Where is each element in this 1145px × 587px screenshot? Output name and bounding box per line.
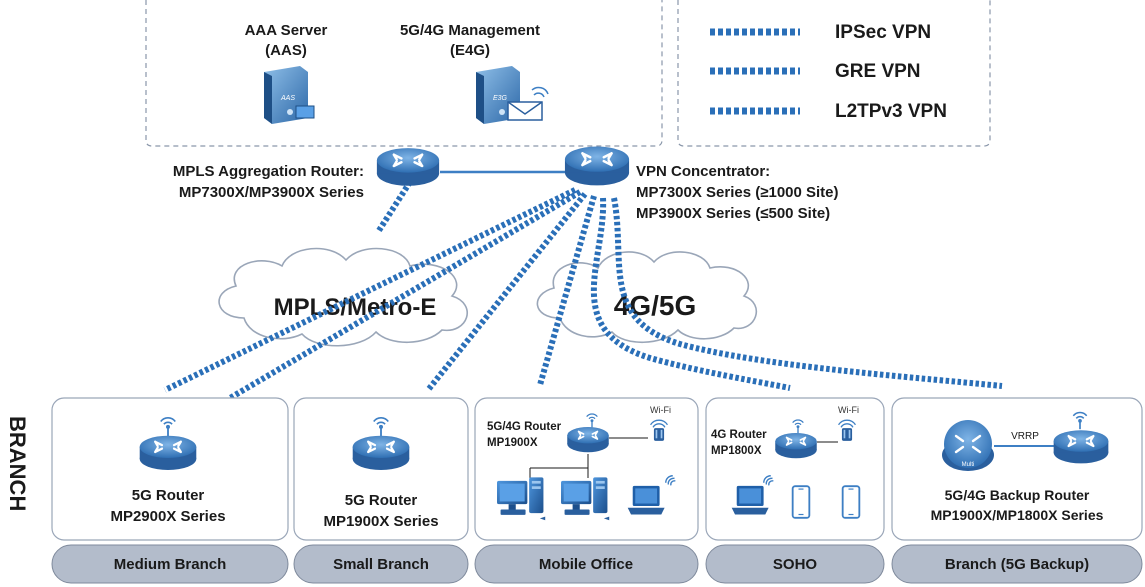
soho-wifi-label: Wi-Fi [838,405,859,415]
router-icon [566,426,610,454]
soho: 4G Router MP1800X Wi-Fi [711,405,861,519]
vpn-concentrator-line3: MP3900X Series (≤500 Site) [636,205,830,222]
mail-icon [507,86,549,121]
aggregation-router-line1: MPLS Aggregation Router: [173,163,364,180]
legend-label-gre: GRE VPN [835,61,921,82]
tab-soho: SOHO [705,544,885,584]
tunnel-aggregation [375,180,413,234]
backup-branch: Multi VRRP 5G/4G Backup Router MP1900X/M… [931,411,1110,523]
vpn-tunnels [163,180,1003,401]
server-icon-text: AAS [280,95,295,102]
management-title: 5G/4G Management [400,22,540,39]
tab-medium-branch: Medium Branch [51,544,289,584]
multilayer-switch-icon: Multi [942,420,994,471]
mobile-office-router-line1: 5G/4G Router [487,421,562,433]
vpn-concentrator-line2: MP7300X Series (≥1000 Site) [636,184,839,201]
vrrp-label: VRRP [1011,431,1039,442]
mobile-office-router-line2: MP1900X [487,437,538,449]
medium-branch-line1: 5G Router [132,487,205,504]
soho-router-line2: MP1800X [711,445,762,457]
aggregation-router: MPLS Aggregation Router: MP7300X/MP3900X… [173,146,441,201]
tab-soho-label: SOHO [773,556,818,573]
tunnel-soho [590,197,791,391]
small-branch-line1: 5G Router [345,492,418,509]
tab-backup-branch: Branch (5G Backup) [891,544,1143,584]
router-icon [375,146,441,188]
aggregation-router-line2: MP7300X/MP3900X Series [179,184,364,201]
aaa-server-title: AAA Server [245,22,328,39]
legend: IPSec VPN GRE VPN L2TPv3 VPN [710,22,947,122]
router-icon [138,434,198,472]
vpn-concentrator: VPN Concentrator: MP7300X Series (≥1000 … [563,145,839,222]
small-branch-line2: MP1900X Series [323,513,438,530]
management-subtitle: (E4G) [450,42,490,59]
small-branch: 5G Router MP1900X Series [323,416,439,530]
medium-branch-line2: MP2900X Series [110,508,225,525]
tab-mobile-office-label: Mobile Office [539,556,633,573]
tab-medium-branch-label: Medium Branch [114,556,227,573]
hq-zone-border [145,0,663,147]
legend-label-ipsec: IPSec VPN [835,22,931,43]
backup-router-line1: 5G/4G Backup Router [945,487,1090,503]
aaa-server-subtitle: (AAS) [265,42,307,59]
tunnel-mobile-office [537,195,597,386]
mobile-office-wifi-label: Wi-Fi [650,405,671,415]
tab-mobile-office: Mobile Office [474,544,699,584]
medium-branch: 5G Router MP2900X Series [110,416,226,525]
router-icon [563,145,631,187]
router-icon [1052,429,1110,465]
tab-small-branch-label: Small Branch [333,556,429,573]
management-server: 5G/4G Management (E4G) E3G [400,22,549,124]
lan-links [529,454,589,478]
cloud-cellular: 4G/5G [536,251,757,343]
soho-router-line1: 4G Router [711,429,767,441]
vpn-concentrator-line1: VPN Concentrator: [636,163,770,180]
router-icon [351,434,411,472]
aaa-server: AAA Server (AAS) AAS [245,22,328,124]
laptop-icon [627,485,665,515]
tab-backup-branch-label: Branch (5G Backup) [945,556,1089,573]
backup-router-line2: MP1900X/MP1800X Series [931,507,1104,523]
router-icon [774,432,818,460]
cloud-mpls-label: MPLS/Metro-E [274,294,437,321]
server-icon: AAS [264,66,315,124]
tunnel-medium-branch-b [228,189,582,401]
mobile-office: 5G/4G Router MP1900X Wi-Fi [487,405,677,521]
branch-section-label: BRANCH [5,416,30,511]
branch-box-mobile-office [474,397,699,541]
tunnel-backup [611,197,1003,389]
tab-small-branch: Small Branch [293,544,469,584]
management-icon-text: E3G [493,95,508,102]
tunnel-medium-branch-a [163,187,577,393]
multilayer-switch-label: Multi [962,462,975,468]
legend-box-border [677,0,991,147]
laptop-icon [731,485,769,515]
legend-label-l2tpv3: L2TPv3 VPN [835,101,947,122]
